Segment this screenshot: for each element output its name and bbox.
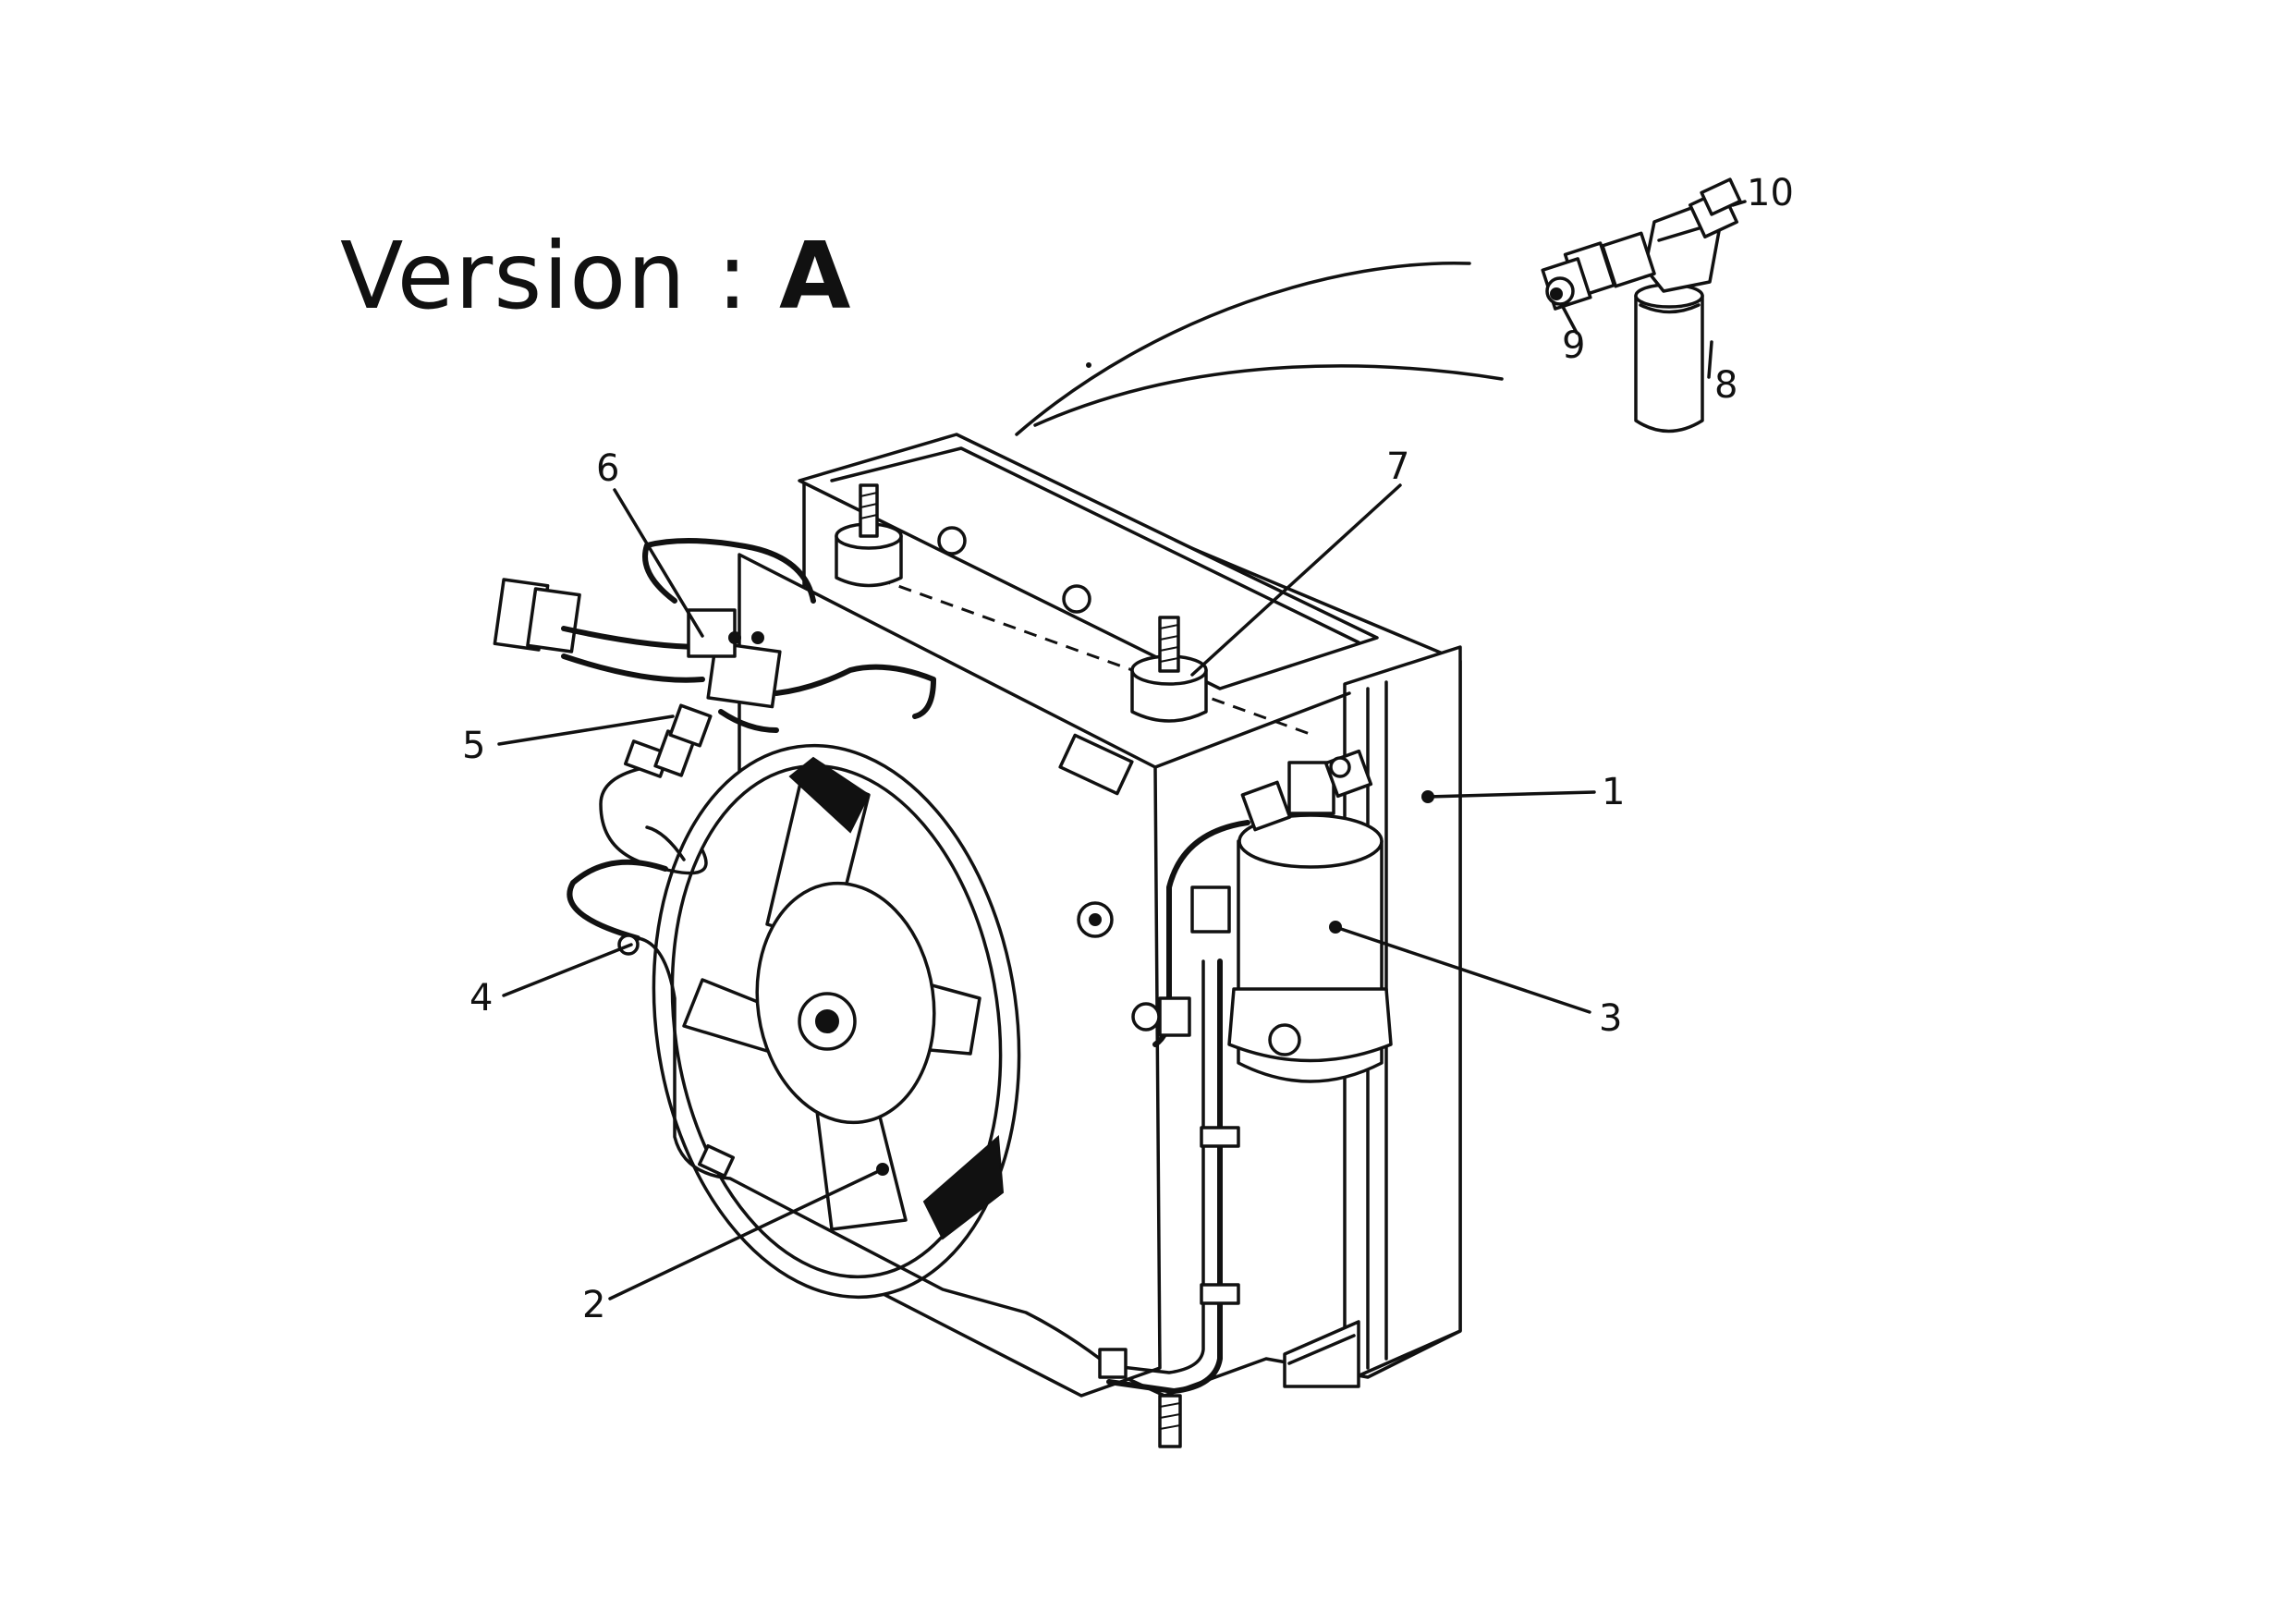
radiator-top-face bbox=[798, 433, 1379, 690]
leader-7 bbox=[1190, 483, 1402, 677]
detail-inset bbox=[1015, 177, 1747, 436]
callout-4: 4 bbox=[469, 977, 493, 1020]
leader-6 bbox=[613, 488, 704, 638]
refrigerant-pipes-drawing bbox=[567, 729, 1250, 1394]
wiring-connector-drawing bbox=[493, 538, 936, 748]
callout-3: 3 bbox=[1599, 997, 1622, 1040]
callout-9: 9 bbox=[1562, 324, 1585, 367]
mounting-stud-7-drawing bbox=[1130, 616, 1208, 723]
callout-8: 8 bbox=[1714, 364, 1737, 407]
drier-canister-detail-drawing bbox=[1634, 283, 1704, 433]
leader-3 bbox=[1334, 925, 1591, 1014]
mounting-stud-bottom-drawing bbox=[1158, 1394, 1182, 1448]
version-letter: A bbox=[779, 222, 852, 330]
callout-10: 10 bbox=[1747, 172, 1794, 214]
leader-2 bbox=[608, 1167, 884, 1300]
tee-fitting-detail-drawing bbox=[1643, 177, 1742, 293]
detail-pointer-curve-upper bbox=[1015, 261, 1471, 436]
callout-7: 7 bbox=[1386, 446, 1409, 488]
callout-2: 2 bbox=[582, 1284, 605, 1326]
receiver-drier-drawing bbox=[1190, 749, 1393, 1083]
leader-4 bbox=[502, 943, 633, 997]
union-nut-detail-drawing bbox=[1541, 231, 1656, 311]
callout-5: 5 bbox=[462, 725, 485, 767]
electric-fan-drawing bbox=[652, 743, 1021, 1300]
callout-leaders bbox=[497, 483, 1596, 1300]
detail-pointer-curve-lower bbox=[1033, 364, 1504, 427]
mounting-stud-top-drawing bbox=[835, 483, 903, 588]
title-prefix: Version : bbox=[340, 222, 779, 330]
leader-1 bbox=[1426, 790, 1596, 799]
diagram-title: Version : A bbox=[340, 222, 851, 330]
callout-numbers: 1 2 3 4 5 6 7 8 9 10 bbox=[462, 172, 1794, 1326]
callout-1: 1 bbox=[1602, 771, 1625, 813]
callout-6: 6 bbox=[596, 447, 619, 490]
leader-5 bbox=[497, 714, 675, 746]
